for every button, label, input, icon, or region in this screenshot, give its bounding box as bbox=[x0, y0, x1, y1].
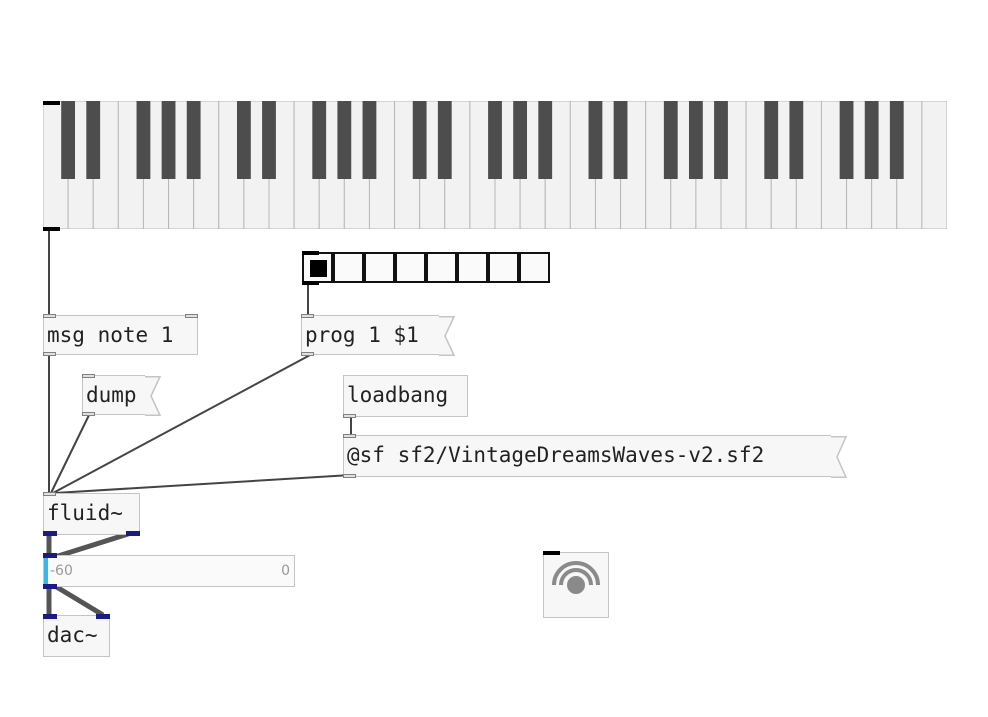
black-key[interactable] bbox=[61, 101, 76, 179]
dac-inlet-left[interactable] bbox=[43, 614, 57, 619]
black-key[interactable] bbox=[412, 101, 427, 179]
black-key[interactable] bbox=[262, 101, 276, 179]
message-flag-shape bbox=[439, 316, 455, 356]
keyboard-inlet[interactable] bbox=[43, 101, 60, 105]
dump-message-label: dump bbox=[86, 383, 137, 407]
black-key[interactable] bbox=[588, 101, 603, 179]
black-key[interactable] bbox=[513, 101, 528, 179]
slider-min-label: -60 bbox=[50, 563, 73, 579]
fluid-outlet-right[interactable] bbox=[126, 531, 140, 536]
loadbang-object[interactable]: loadbang bbox=[343, 375, 468, 418]
radio-inlet[interactable] bbox=[302, 251, 319, 255]
msg-note-object[interactable]: msg note 1 bbox=[43, 314, 198, 356]
signal-cord-right[interactable] bbox=[54, 530, 132, 560]
slider-max-label: 0 bbox=[281, 563, 290, 579]
radio-outlet[interactable] bbox=[302, 281, 319, 285]
black-key[interactable] bbox=[86, 101, 101, 179]
black-key[interactable] bbox=[362, 101, 377, 179]
slider-inlet-left[interactable] bbox=[43, 553, 57, 558]
dac-label: dac~ bbox=[47, 623, 98, 647]
level-slider[interactable]: -60 0 bbox=[43, 553, 295, 589]
black-key[interactable] bbox=[889, 101, 904, 179]
loadbang-outlet[interactable] bbox=[343, 414, 356, 418]
keyboard-outlet[interactable] bbox=[43, 227, 60, 231]
radio-cell[interactable] bbox=[457, 252, 488, 283]
black-key[interactable] bbox=[764, 101, 779, 179]
soundfont-outlet[interactable] bbox=[343, 474, 356, 478]
dump-outlet[interactable] bbox=[82, 412, 95, 416]
fluid-label: fluid~ bbox=[47, 501, 123, 525]
radio-cell[interactable] bbox=[333, 252, 364, 283]
slider-outlet-left[interactable] bbox=[43, 584, 57, 589]
slider-knob[interactable] bbox=[44, 556, 48, 586]
black-key[interactable] bbox=[663, 101, 678, 179]
cord-sf-to-fluid[interactable] bbox=[54, 474, 352, 494]
prog-message-label: prog 1 $1 bbox=[305, 323, 419, 347]
prog-message[interactable]: prog 1 $1 bbox=[301, 314, 455, 356]
cord-prog-to-fluid[interactable] bbox=[52, 353, 313, 494]
dsp-toggle[interactable] bbox=[543, 551, 609, 618]
fluid-outlet-left[interactable] bbox=[43, 531, 57, 536]
prog-outlet[interactable] bbox=[301, 352, 314, 356]
radio-cell[interactable] bbox=[426, 252, 457, 283]
fluid-inlet[interactable] bbox=[43, 492, 56, 496]
msg-note-outlet[interactable] bbox=[43, 352, 56, 356]
fluid-object[interactable]: fluid~ bbox=[43, 492, 140, 536]
black-key[interactable] bbox=[312, 101, 327, 179]
black-key[interactable] bbox=[789, 101, 804, 179]
black-key[interactable] bbox=[161, 101, 176, 179]
black-key[interactable] bbox=[714, 101, 728, 179]
soundfont-inlet[interactable] bbox=[343, 434, 356, 438]
black-key[interactable] bbox=[864, 101, 879, 179]
loadbang-label: loadbang bbox=[347, 383, 449, 407]
dsp-toggle-inlet[interactable] bbox=[543, 551, 560, 555]
black-key[interactable] bbox=[136, 101, 151, 179]
black-key[interactable] bbox=[337, 101, 352, 179]
dac-inlet-right[interactable] bbox=[96, 614, 110, 619]
black-key[interactable] bbox=[613, 101, 628, 179]
radio-cell[interactable] bbox=[302, 252, 333, 283]
radio-cell[interactable] bbox=[395, 252, 426, 283]
msg-note-label: msg note 1 bbox=[47, 323, 174, 347]
white-key[interactable] bbox=[921, 101, 947, 229]
black-key[interactable] bbox=[538, 101, 553, 179]
cord-dump-to-fluid[interactable] bbox=[50, 412, 91, 494]
dac-object[interactable]: dac~ bbox=[43, 614, 110, 657]
black-key[interactable] bbox=[236, 101, 251, 179]
dump-inlet[interactable] bbox=[82, 374, 95, 378]
msg-note-inlet-right[interactable] bbox=[185, 314, 198, 318]
dump-message[interactable]: dump bbox=[82, 374, 161, 416]
dsp-speaker-icon bbox=[552, 561, 600, 594]
black-key[interactable] bbox=[839, 101, 854, 179]
black-key[interactable] bbox=[186, 101, 201, 179]
soundfont-message[interactable]: @sf sf2/VintageDreamsWaves-v2.sf2 bbox=[343, 434, 847, 478]
message-flag-shape bbox=[145, 376, 161, 416]
black-key[interactable] bbox=[437, 101, 452, 179]
radio-cell[interactable] bbox=[519, 252, 550, 283]
signal-cord-slider-to-dac-right[interactable] bbox=[53, 583, 105, 618]
prog-inlet[interactable] bbox=[301, 314, 314, 318]
message-flag-shape bbox=[831, 436, 847, 478]
piano-keyboard[interactable] bbox=[43, 101, 947, 229]
msg-note-inlet-left[interactable] bbox=[43, 314, 56, 318]
soundfont-message-label: @sf sf2/VintageDreamsWaves-v2.sf2 bbox=[347, 443, 765, 467]
radio-cell[interactable] bbox=[364, 252, 395, 283]
black-key[interactable] bbox=[488, 101, 502, 179]
radio-cell[interactable] bbox=[488, 252, 519, 283]
black-key[interactable] bbox=[688, 101, 703, 179]
